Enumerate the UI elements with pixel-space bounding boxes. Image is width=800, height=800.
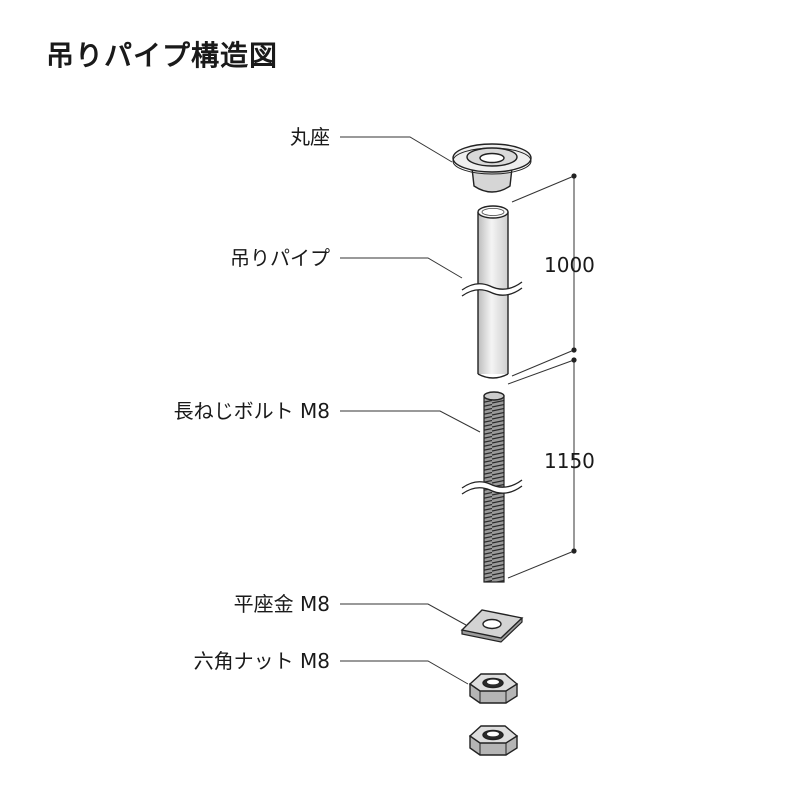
- dimension-pipe-value: 1000: [544, 253, 595, 277]
- dimension-pipe: 1000: [511, 173, 595, 377]
- label-flat-washer: 平座金 M8: [234, 592, 330, 616]
- hanging-pipe-part: [461, 205, 523, 379]
- label-long-bolt: 長ねじボルト M8: [174, 399, 330, 423]
- label-round-base: 丸座: [290, 125, 330, 149]
- flat-washer-part: [460, 609, 524, 643]
- hex-nut-part-2: [468, 725, 519, 756]
- dimension-bolt: 1150: [507, 357, 595, 579]
- round-base-part: [452, 143, 532, 193]
- leader-hanging-pipe: [340, 257, 463, 279]
- leader-long-bolt: [340, 410, 481, 433]
- hex-nut-part-1: [468, 673, 519, 704]
- leader-hex-nut: [340, 660, 469, 685]
- leader-flat-washer: [340, 603, 467, 626]
- dimension-bolt-value: 1150: [544, 449, 595, 473]
- long-bolt-part: [461, 391, 523, 583]
- label-hex-nut: 六角ナット M8: [194, 649, 330, 673]
- diagram-title: 吊りパイプ構造図: [46, 39, 279, 72]
- leader-round-base: [340, 136, 453, 163]
- label-hanging-pipe: 吊りパイプ: [230, 246, 330, 270]
